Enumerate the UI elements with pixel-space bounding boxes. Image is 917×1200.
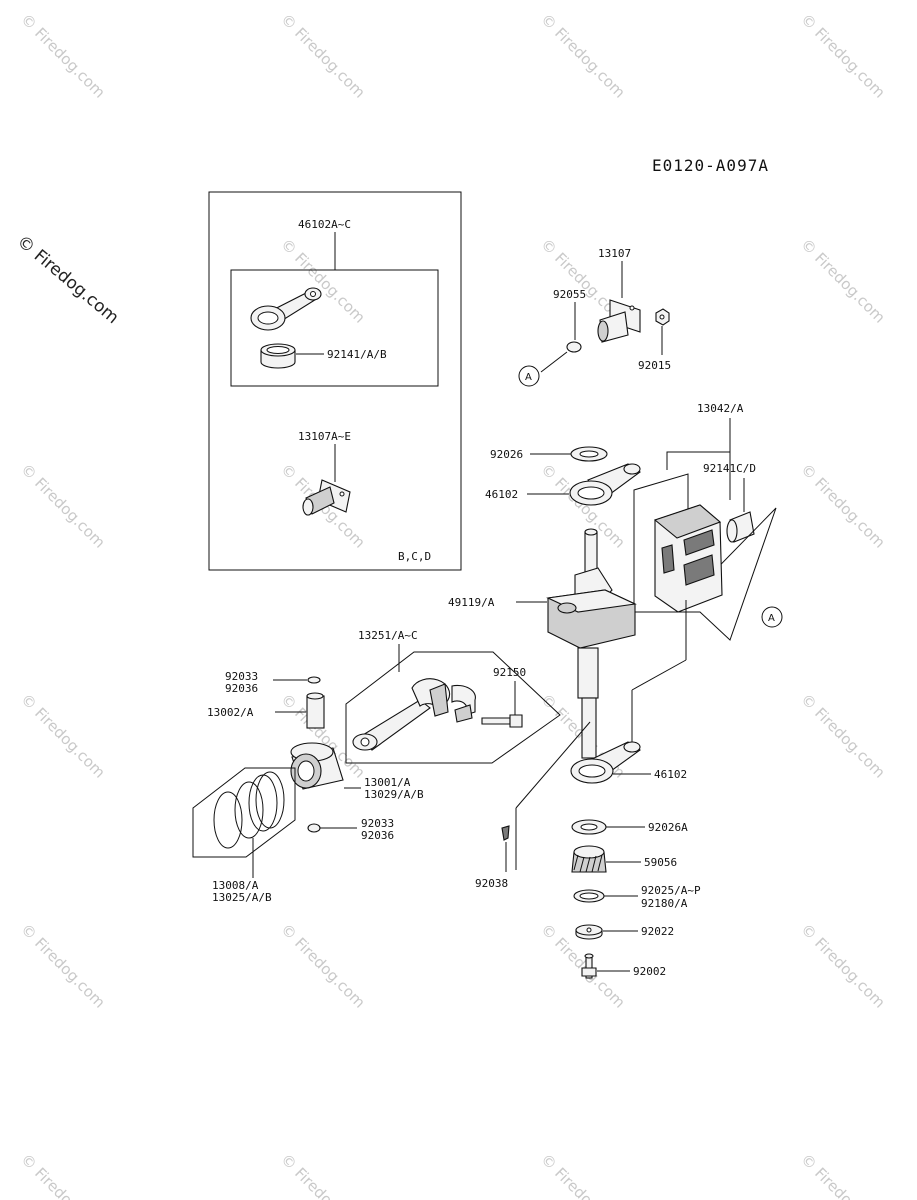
watermark-tile: © Firedog.com xyxy=(17,1150,109,1200)
label-13002: 13002/A xyxy=(207,706,254,719)
part-92022 xyxy=(575,924,603,940)
inset-box: 46102A~C 92141/A/B 13107A~E B,C,D xyxy=(208,191,462,571)
part-13042-block xyxy=(653,504,723,613)
part-13001-piston xyxy=(290,742,344,790)
watermark-tile: © Firedog.com xyxy=(537,1150,629,1200)
label-92141cd: 92141C/D xyxy=(703,462,756,475)
label-92026: 92026 xyxy=(490,448,523,461)
watermark-tile: © Firedog.com xyxy=(797,460,889,552)
part-92033-clip-bottom xyxy=(307,823,321,833)
part-92026a xyxy=(571,819,607,835)
label-cap-kit: 13107A~E xyxy=(298,430,351,443)
inset-bearing-part xyxy=(260,343,296,369)
watermark-tile: © Firedog.com xyxy=(277,920,369,1012)
part-92150-bolt xyxy=(481,714,523,728)
callout-a-top xyxy=(518,365,540,387)
label-59056: 59056 xyxy=(644,856,677,869)
part-49119-crankshaft xyxy=(546,528,637,759)
label-13042: 13042/A xyxy=(697,402,744,415)
label-92033-bottom: 92033 xyxy=(361,817,394,830)
sub-block-frame xyxy=(633,473,777,641)
label-conrod-kit: 46102A~C xyxy=(298,218,351,231)
inset-cap-part xyxy=(302,479,351,516)
label-46102-bottom: 46102 xyxy=(654,768,687,781)
label-92036-bottom: 92036 xyxy=(361,829,394,842)
watermark-tile: © Firedog.com xyxy=(17,460,109,552)
part-59056-gear xyxy=(571,845,607,873)
watermark-tile: © Firedog.com xyxy=(797,10,889,102)
part-46102-top xyxy=(569,463,641,506)
label-13025: 13025/A/B xyxy=(212,891,272,904)
part-13251-conrod xyxy=(352,678,476,751)
part-13002-pin xyxy=(306,692,325,729)
watermark-tile: © Firedog.com xyxy=(537,10,629,102)
watermark-tile: © Firedog.com xyxy=(17,10,109,102)
callout-a-top-text: A xyxy=(525,372,532,383)
callout-a-right-text: A xyxy=(768,613,775,624)
label-92026a: 92026A xyxy=(648,821,688,834)
part-13107 xyxy=(597,299,641,343)
label-92180: 92180/A xyxy=(641,897,688,910)
watermark-tile: © Firedog.com xyxy=(797,920,889,1012)
label-92033-top: 92033 xyxy=(225,670,258,683)
watermark-tile: © Firedog.com xyxy=(17,920,109,1012)
part-92033-clip-top xyxy=(307,676,321,684)
watermark-tile: © Firedog.com xyxy=(797,235,889,327)
diagram-code: E0120-A097A xyxy=(652,156,769,175)
part-92025-washer xyxy=(573,889,605,903)
label-92022: 92022 xyxy=(641,925,674,938)
label-49119: 49119/A xyxy=(448,596,495,609)
part-92002-bolt xyxy=(581,953,597,979)
label-92002: 92002 xyxy=(633,965,666,978)
label-13251: 13251/A~C xyxy=(358,629,418,642)
label-92150: 92150 xyxy=(493,666,526,679)
watermark-tile: © Firedog.com xyxy=(797,690,889,782)
part-92026 xyxy=(570,446,608,462)
label-46102-top: 46102 xyxy=(485,488,518,501)
conrod-assembly-frame xyxy=(345,651,561,764)
inset-frame xyxy=(208,191,462,571)
label-13107: 13107 xyxy=(598,247,631,260)
part-92038-key xyxy=(501,825,510,841)
part-92055 xyxy=(566,341,582,353)
label-92038: 92038 xyxy=(475,877,508,890)
watermark-tile: © Firedog.com xyxy=(277,10,369,102)
label-13008: 13008/A xyxy=(212,879,259,892)
watermark-tile: © Firedog.com xyxy=(17,690,109,782)
label-variants: B,C,D xyxy=(398,550,431,563)
watermark-tile: © Firedog.com xyxy=(277,1150,369,1200)
part-92141cd xyxy=(726,511,755,543)
label-92015: 92015 xyxy=(638,359,671,372)
watermark-tile: © Firedog.com xyxy=(797,1150,889,1200)
part-92015 xyxy=(655,308,670,326)
label-bearing-kit: 92141/A/B xyxy=(327,348,387,361)
callout-a-right xyxy=(761,606,783,628)
label-92055: 92055 xyxy=(553,288,586,301)
watermark-side: © Firedog.com xyxy=(13,232,123,329)
ring-set-frame xyxy=(192,767,296,858)
label-92025: 92025/A~P xyxy=(641,884,701,897)
part-13008-rings xyxy=(213,771,285,849)
label-13029: 13029/A/B xyxy=(364,788,424,801)
part-46102-bottom xyxy=(570,741,641,784)
label-13001: 13001/A xyxy=(364,776,411,789)
inset-conrod-part xyxy=(250,287,322,331)
label-92036-top: 92036 xyxy=(225,682,258,695)
